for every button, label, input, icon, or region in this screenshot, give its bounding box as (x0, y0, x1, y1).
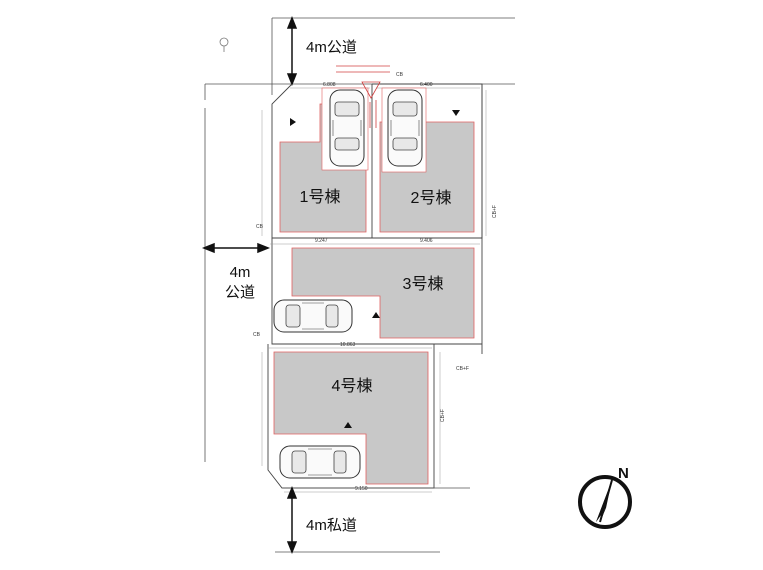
west-road-arrow (201, 242, 271, 254)
car-icon-lot1 (329, 89, 365, 167)
entrance-markers (290, 110, 460, 428)
north-arrow-label: N (618, 465, 629, 482)
svg-text:9.150: 9.150 (355, 486, 368, 492)
dimension-values: 9.247 9.406 10.863 9.150 6.808 6.400 (315, 82, 433, 492)
north-road-lines (205, 17, 515, 95)
cb-marker-1: CB (256, 224, 264, 230)
utility-pole-icon (219, 37, 229, 52)
west-road-label-line1: 4m (230, 264, 251, 281)
west-road-label-line2: 公道 (225, 284, 255, 301)
car-icon-lot4 (279, 445, 361, 479)
cbf-marker-1: CB+F (456, 366, 469, 372)
svg-text:10.863: 10.863 (340, 342, 356, 348)
north-arrow-icon: N (578, 465, 632, 529)
car-icon-lot2 (387, 89, 423, 167)
building-3-label: 3号棟 (403, 275, 444, 293)
car-icon-lot3 (273, 299, 353, 333)
utility-markings (336, 65, 390, 128)
south-road-lines (275, 487, 470, 553)
cbf-marker-2: CB+F (492, 205, 498, 218)
svg-text:6.808: 6.808 (323, 82, 336, 88)
cb-marker-2: CB (396, 72, 404, 78)
north-road-arrow (286, 15, 298, 87)
building-4-footprint (273, 351, 429, 485)
building-2-label: 2号棟 (411, 189, 452, 207)
cb-marker-3: CB (253, 332, 261, 338)
cbf-marker-3: CB+F (440, 409, 446, 422)
building-1-label: 1号棟 (300, 188, 341, 206)
building-3-footprint (291, 247, 475, 339)
svg-text:6.400: 6.400 (420, 82, 433, 88)
south-road-label: 4m私道 (306, 517, 357, 534)
south-road-arrow (286, 485, 298, 555)
svg-text:9.406: 9.406 (420, 238, 433, 244)
svg-text:9.247: 9.247 (315, 238, 328, 244)
north-road-label: 4m公道 (306, 39, 357, 56)
building-4-label: 4号棟 (332, 377, 373, 395)
